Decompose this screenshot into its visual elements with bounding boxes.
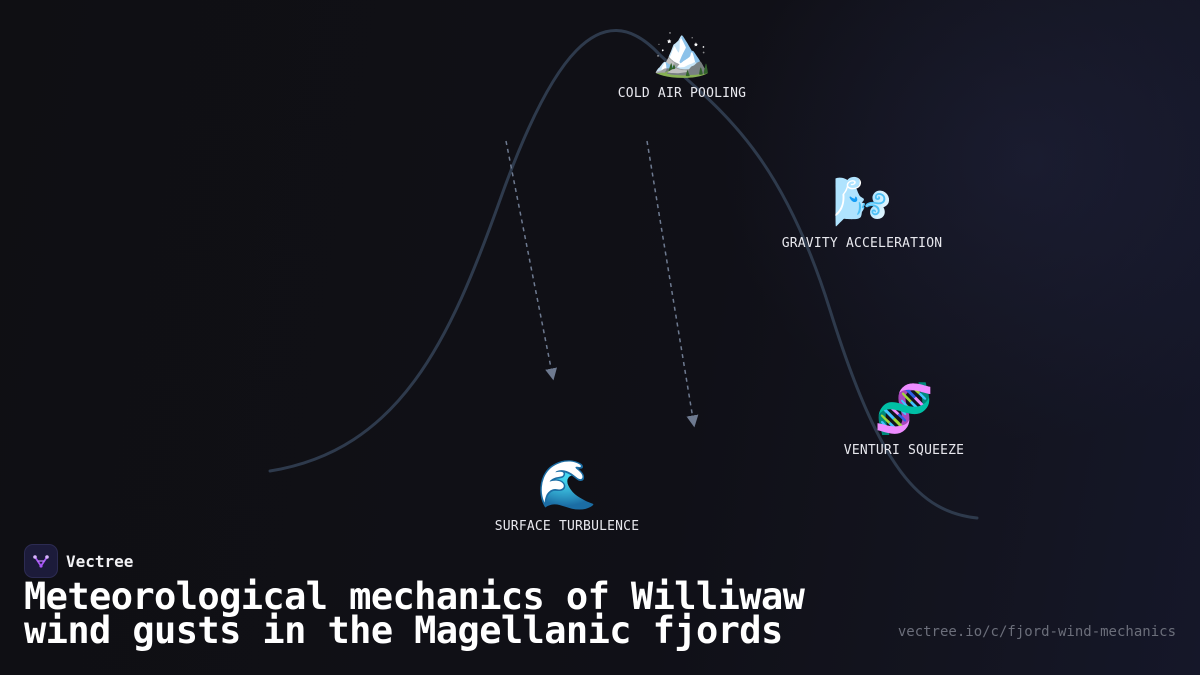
node-cold-air-pooling[interactable]: 🏔️ COLD AIR POOLING <box>618 24 746 101</box>
brand-name: Vectree <box>66 551 134 571</box>
page-url[interactable]: vectree.io/c/fjord-wind-mechanics <box>897 624 1176 640</box>
node-label: GRAVITY ACCELERATION <box>781 236 943 251</box>
node-label: COLD AIR POOLING <box>617 86 747 101</box>
dna-helix-icon: 🧬 <box>874 381 934 437</box>
node-label: VENTURI SQUEEZE <box>843 443 965 458</box>
wind-face-icon: 🌬️ <box>832 174 892 230</box>
snowcapped-mountain-icon: 🏔️ <box>652 24 712 80</box>
node-gravity-acceleration[interactable]: 🌬️ GRAVITY ACCELERATION <box>782 174 943 251</box>
node-venturi-squeeze[interactable]: 🧬 VENTURI SQUEEZE <box>844 381 964 458</box>
water-wave-icon: 🌊 <box>537 457 597 513</box>
node-surface-turbulence[interactable]: 🌊 SURFACE TURBULENCE <box>495 457 639 534</box>
node-label: SURFACE TURBULENCE <box>494 519 640 534</box>
vectree-logo-icon <box>24 544 58 578</box>
flow-curve <box>268 29 979 520</box>
page-title: Meteorological mechanics of Williwaw win… <box>24 575 805 652</box>
dashed-arrow-right <box>646 140 699 428</box>
dashed-arrow-left <box>505 140 558 381</box>
brand[interactable]: Vectree <box>24 544 133 578</box>
